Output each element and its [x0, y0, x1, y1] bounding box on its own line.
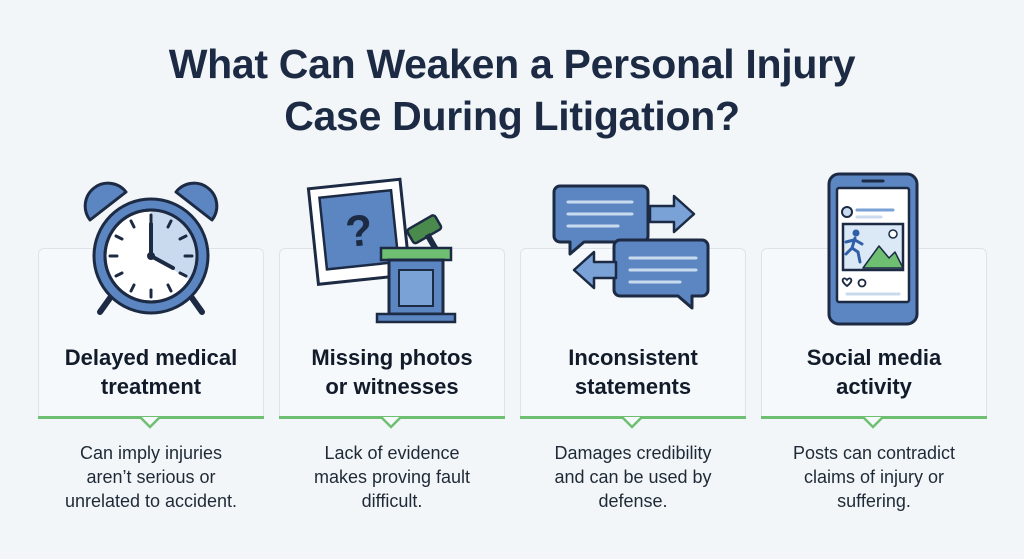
- description-line: Can imply injuries: [79, 443, 223, 463]
- missing-photo-gavel-icon: ?: [306, 177, 457, 324]
- card-heading: Missing photos or witnesses: [279, 343, 505, 401]
- card-delayed-treatment: Delayed medical treatment Can imply inju…: [38, 0, 268, 559]
- description-line: Posts can contradict: [792, 443, 956, 463]
- description-line: suffering.: [837, 491, 911, 511]
- card-heading: Social media activity: [761, 343, 987, 401]
- alarm-clock-icon: [83, 181, 219, 315]
- description-line: makes proving fault: [313, 467, 471, 487]
- heading-line: activity: [836, 374, 912, 399]
- heading-line: treatment: [100, 374, 202, 399]
- heading-line: Inconsistent: [568, 345, 698, 370]
- divider-notch: [622, 417, 642, 429]
- card-missing-evidence: ? Missing photos or witnesses Lack of ev…: [279, 0, 509, 559]
- description-line: defense.: [598, 491, 668, 511]
- title-line-1: What Can Weaken a Personal Injury: [168, 41, 856, 87]
- heading-line: Delayed medical: [64, 345, 238, 370]
- heading-line: statements: [574, 374, 692, 399]
- card-description: Lack of evidence makes proving fault dif…: [273, 441, 511, 513]
- card-social-media: Social media activity Posts can contradi…: [761, 0, 991, 559]
- description-line: difficult.: [361, 491, 423, 511]
- svg-text:?: ?: [343, 206, 375, 258]
- card-description: Can imply injuries aren’t serious or unr…: [32, 441, 270, 513]
- conflicting-messages-icon: [552, 184, 710, 310]
- card-heading: Delayed medical treatment: [38, 343, 264, 401]
- divider-notch: [863, 417, 883, 429]
- divider-notch: [381, 417, 401, 429]
- description-line: aren’t serious or: [86, 467, 216, 487]
- page-title: What Can Weaken a Personal Injury Case D…: [0, 38, 1024, 142]
- heading-line: Missing photos: [311, 345, 473, 370]
- description-line: Lack of evidence: [324, 443, 460, 463]
- description-line: unrelated to accident.: [64, 491, 238, 511]
- heading-line: Social media: [806, 345, 942, 370]
- smartphone-social-post-icon: [827, 172, 919, 326]
- description-line: Damages credibility: [554, 443, 712, 463]
- description-line: and can be used by: [554, 467, 712, 487]
- title-line-2: Case During Litigation?: [284, 93, 740, 139]
- card-inconsistent-statements: Inconsistent statements Damages credibil…: [520, 0, 750, 559]
- card-heading: Inconsistent statements: [520, 343, 746, 401]
- heading-line: or witnesses: [325, 374, 459, 399]
- description-line: claims of injury or: [803, 467, 945, 487]
- card-description: Damages credibility and can be used by d…: [514, 441, 752, 513]
- card-description: Posts can contradict claims of injury or…: [755, 441, 993, 513]
- divider-notch: [140, 417, 160, 429]
